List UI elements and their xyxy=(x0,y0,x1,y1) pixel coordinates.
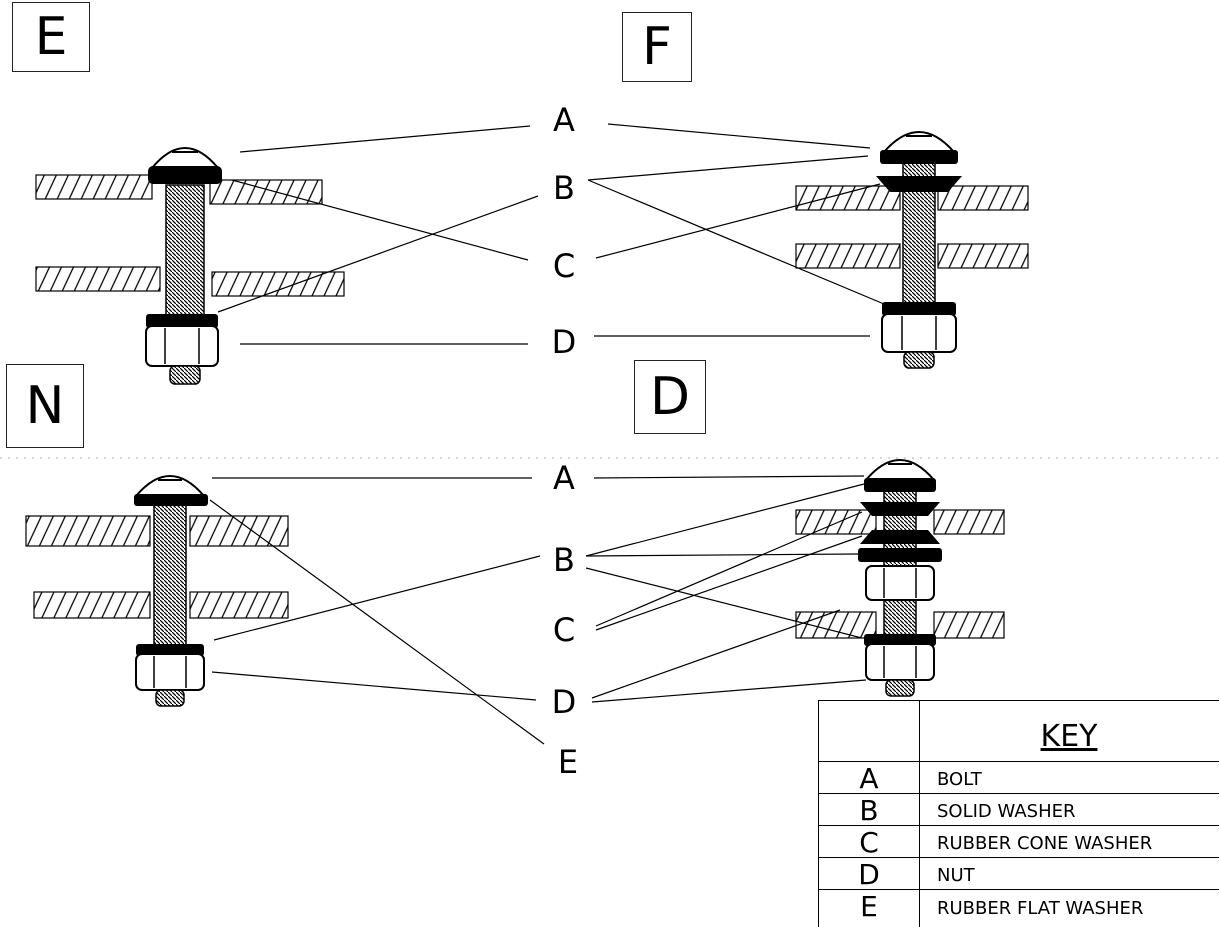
key-row: E RUBBER FLAT WASHER xyxy=(819,890,1219,926)
leader-lines-top xyxy=(217,123,885,345)
plate-e-top-left xyxy=(35,174,153,200)
key-description: SOLID WASHER xyxy=(937,801,1076,822)
washer-e-bottom xyxy=(146,314,218,328)
assembly-f xyxy=(795,131,1029,369)
nut-f xyxy=(881,313,957,353)
washer-f-top xyxy=(880,150,958,164)
callout-a-bottom: A xyxy=(553,459,575,497)
callout-d-bottom: D xyxy=(551,683,577,721)
plate-f-top-left xyxy=(795,185,901,211)
panel-label-n: N xyxy=(6,364,84,448)
key-code: B xyxy=(859,794,879,827)
key-row: B SOLID WASHER xyxy=(819,794,1219,827)
bolt-e-shank xyxy=(165,184,205,321)
bolt-d-tip xyxy=(885,679,915,697)
washer-d-1 xyxy=(864,478,936,492)
callout-a-top: A xyxy=(553,101,575,139)
plate-f-bottom-right xyxy=(937,243,1029,269)
key-code: C xyxy=(859,826,879,859)
cone-washer-d-1 xyxy=(860,502,940,516)
nut-d-middle xyxy=(865,565,935,601)
key-table: KEY A BOLT B SOLID WASHER C RUBBER CONE … xyxy=(818,700,1219,927)
bolt-f-tip xyxy=(903,351,935,369)
plate-f-top-right xyxy=(937,185,1029,211)
panel-label-f: F xyxy=(622,12,692,82)
plate-f-bottom-left xyxy=(795,243,901,269)
key-column-divider xyxy=(919,701,920,927)
leader-lines-bottom xyxy=(209,475,867,745)
bolt-e-tip xyxy=(169,365,201,385)
washer-d-2 xyxy=(858,548,942,562)
assembly-e xyxy=(35,147,345,385)
plate-d-top-left xyxy=(795,509,877,535)
key-code: A xyxy=(859,762,879,795)
callout-c-top: C xyxy=(552,247,576,285)
key-code: E xyxy=(860,890,878,923)
key-row: D NUT xyxy=(819,858,1219,891)
nut-n xyxy=(135,653,205,691)
callout-b-top: B xyxy=(553,169,575,207)
key-description: RUBBER FLAT WASHER xyxy=(937,898,1144,919)
bolt-n-shank xyxy=(153,501,187,651)
nut-e xyxy=(145,325,219,367)
plate-d-top-right xyxy=(933,509,1005,535)
key-row: A BOLT xyxy=(819,762,1219,795)
plate-n-bottom-left xyxy=(33,591,151,619)
bolt-n-tip xyxy=(155,689,185,707)
plate-e-top-right xyxy=(209,179,323,205)
plate-d-bottom-right xyxy=(933,611,1005,639)
plate-e-bottom-right xyxy=(211,271,345,297)
callout-e-bottom: E xyxy=(557,743,579,781)
key-code: D xyxy=(858,858,880,891)
key-description: RUBBER CONE WASHER xyxy=(937,833,1153,854)
key-header-row xyxy=(819,701,1219,762)
callout-d-top: D xyxy=(551,323,577,361)
washer-n-top xyxy=(134,494,208,506)
nut-d-bottom xyxy=(865,643,935,681)
key-description: NUT xyxy=(937,865,975,886)
callout-c-bottom: C xyxy=(552,611,576,649)
panel-label-e: E xyxy=(12,2,90,72)
washer-e-top xyxy=(148,166,222,184)
key-row: C RUBBER CONE WASHER xyxy=(819,826,1219,859)
plate-n-top-left xyxy=(25,515,151,547)
callout-b-bottom: B xyxy=(553,541,575,579)
key-description: BOLT xyxy=(937,769,982,790)
plate-d-bottom-left xyxy=(795,611,877,639)
plate-n-bottom-right xyxy=(189,591,289,619)
plate-e-bottom-left xyxy=(35,266,161,292)
cone-washer-d-2 xyxy=(860,530,940,544)
assembly-d xyxy=(795,459,1005,697)
key-title: KEY xyxy=(1040,719,1098,754)
assembly-n xyxy=(25,475,289,707)
washer-f-bottom xyxy=(882,302,956,316)
cone-washer-f xyxy=(876,176,962,192)
panel-label-d: D xyxy=(634,360,706,434)
